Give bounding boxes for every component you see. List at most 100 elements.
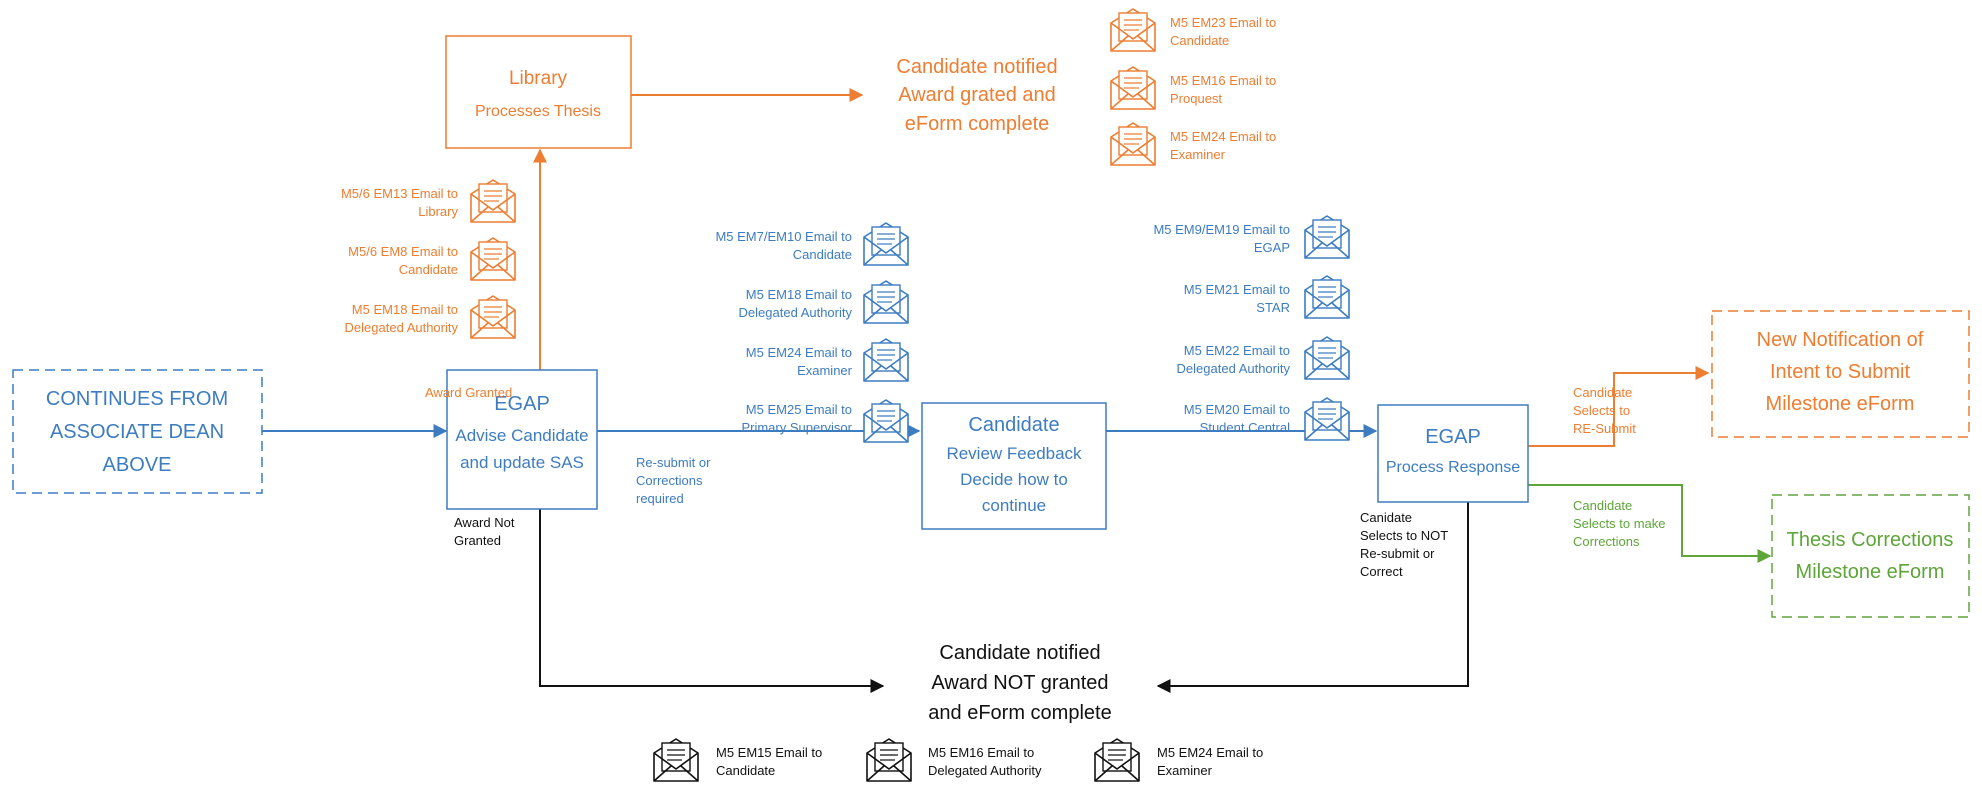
edge-label-award-not-granted: Award Not Granted <box>454 515 515 548</box>
outcome-not-granted-line-2: Award NOT granted <box>931 672 1108 694</box>
email-line-1: M5 EM15 Email to <box>716 745 822 760</box>
email-line-2: Examiner <box>797 363 853 378</box>
email-icon <box>1304 397 1350 441</box>
edge-label-resubmit-line-3: required <box>636 491 684 506</box>
email-item: M5 EM20 Email to Student Central <box>1184 397 1350 441</box>
email-line-2: Student Central <box>1200 420 1290 435</box>
email-item: M5 EM7/EM10 Email to Candidate <box>715 222 909 266</box>
edge-label-selects-not-line-3: Re-submit or <box>1360 546 1435 561</box>
edge-label-selects-not-line-4: Correct <box>1360 564 1403 579</box>
edge-label-selects-resubmit: Candidate Selects to RE-Submit <box>1573 385 1636 436</box>
email-line-2: Library <box>418 204 458 219</box>
egap-advise-line-2: and update SAS <box>460 453 584 472</box>
new-notification-line-2: Intent to Submit <box>1770 361 1911 383</box>
edge-label-selects-not-line-1: Canidate <box>1360 510 1412 525</box>
email-line-1: M5 EM16 Email to <box>1170 73 1276 88</box>
edge-label-resubmit-required: Re-submit or Corrections required <box>636 455 711 506</box>
outcome-granted: Candidate notified Award grated and eFor… <box>896 56 1057 135</box>
new-notification-line-1: New Notification of <box>1757 329 1924 351</box>
email-icon <box>1110 66 1156 110</box>
email-line-2: Candidate <box>1170 33 1229 48</box>
email-line-2: Examiner <box>1170 147 1226 162</box>
email-line-1: M5 EM22 Email to <box>1184 343 1290 358</box>
email-line-1: M5 EM20 Email to <box>1184 402 1290 417</box>
email-line-1: M5 EM16 Email to <box>928 745 1034 760</box>
email-line-1: M5 EM25 Email to <box>746 402 852 417</box>
email-item: M5/6 EM13 Email to Library <box>341 179 516 223</box>
email-item: M5 EM24 Email to Examiner <box>1094 738 1263 782</box>
outcome-not-granted-line-1: Candidate notified <box>939 642 1100 664</box>
edge-label-selects-not: Canidate Selects to NOT Re-submit or Cor… <box>1360 510 1448 579</box>
email-item: M5 EM24 Email to Examiner <box>1110 122 1276 166</box>
email-line-1: M5 EM23 Email to <box>1170 15 1276 30</box>
edge-label-selects-not-line-2: Selects to NOT <box>1360 528 1448 543</box>
candidate-review-line-2: Decide how to <box>960 470 1068 489</box>
email-line-1: M5 EM24 Email to <box>1170 129 1276 144</box>
email-icon <box>1110 8 1156 52</box>
candidate-review-node: Candidate Review Feedback Decide how to … <box>921 402 1107 530</box>
edge-label-selects-resubmit-line-3: RE-Submit <box>1573 421 1636 436</box>
email-icon <box>1304 215 1350 259</box>
library-node: Library Processes Thesis <box>445 35 632 149</box>
edge-label-selects-resubmit-line-1: Candidate <box>1573 385 1632 400</box>
email-icon <box>470 179 516 223</box>
email-line-2: Primary Supervisor <box>741 420 852 435</box>
edge-label-selects-resubmit-line-2: Selects to <box>1573 403 1630 418</box>
email-line-2: Delegated Authority <box>739 305 853 320</box>
edge-label-award-not-granted-line-2: Granted <box>454 533 501 548</box>
edge-label-resubmit-line-2: Corrections <box>636 473 703 488</box>
email-icon <box>653 738 699 782</box>
email-item: M5 EM15 Email to Candidate <box>653 738 822 782</box>
email-line-2: Delegated Authority <box>345 320 459 335</box>
email-line-2: Candidate <box>399 262 458 277</box>
outcome-granted-line-3: eForm complete <box>905 113 1050 135</box>
email-line-1: M5 EM9/EM19 Email to <box>1153 222 1290 237</box>
email-line-2: EGAP <box>1254 240 1290 255</box>
outcome-granted-line-1: Candidate notified <box>896 56 1057 78</box>
email-line-2: Proquest <box>1170 91 1222 106</box>
email-line-2: Examiner <box>1157 763 1213 778</box>
email-line-2: STAR <box>1256 300 1290 315</box>
edge-label-selects-corrections-line-1: Candidate <box>1573 498 1632 513</box>
continues-line-1: CONTINUES FROM <box>46 388 228 410</box>
email-item: M5 EM9/EM19 Email to EGAP <box>1153 215 1350 259</box>
egap-process-node: EGAP Process Response <box>1377 404 1529 503</box>
email-line-1: M5/6 EM8 Email to <box>348 244 458 259</box>
email-line-1: M5 EM7/EM10 Email to <box>715 229 852 244</box>
continues-node: CONTINUES FROM ASSOCIATE DEAN ABOVE <box>12 369 263 494</box>
thesis-corrections-line-2: Milestone eForm <box>1796 561 1945 583</box>
email-item: M5 EM18 Email to Delegated Authority <box>345 295 516 339</box>
email-line-1: M5 EM24 Email to <box>746 345 852 360</box>
edge-label-award-not-granted-line-1: Award Not <box>454 515 515 530</box>
email-icon <box>470 237 516 281</box>
new-notification-node: New Notification of Intent to Submit Mil… <box>1711 310 1970 438</box>
email-group-library: M5/6 EM13 Email to Library M5/6 EM8 Emai… <box>341 179 516 339</box>
email-item: M5 EM23 Email to Candidate <box>1110 8 1276 52</box>
connector-process-to-new-notification <box>1528 366 1710 447</box>
email-line-1: M5 EM18 Email to <box>746 287 852 302</box>
email-item: M5/6 EM8 Email to Candidate <box>348 237 516 281</box>
outcome-not-granted-line-3: and eForm complete <box>928 702 1111 724</box>
email-line-2: Candidate <box>793 247 852 262</box>
edge-label-selects-corrections-line-3: Corrections <box>1573 534 1640 549</box>
email-icon <box>863 399 909 443</box>
continues-line-2: ASSOCIATE DEAN <box>50 421 224 443</box>
connectors <box>262 88 1772 693</box>
thesis-corrections-line-1: Thesis Corrections <box>1787 529 1954 551</box>
email-group-process: M5 EM9/EM19 Email to EGAP M5 EM21 Email … <box>1153 215 1350 441</box>
email-item: M5 EM16 Email to Proquest <box>1110 66 1276 110</box>
email-line-1: M5 EM24 Email to <box>1157 745 1263 760</box>
egap-advise-title: EGAP <box>494 393 550 415</box>
continues-line-3: ABOVE <box>103 454 172 476</box>
new-notification-line-3: Milestone eForm <box>1766 393 1915 415</box>
email-icon <box>1110 122 1156 166</box>
egap-advise-line-1: Advise Candidate <box>455 426 588 445</box>
library-title: Library <box>509 68 568 89</box>
email-icon <box>1304 275 1350 319</box>
email-icon <box>470 295 516 339</box>
connector-process-to-thesis-corrections <box>1528 484 1772 563</box>
email-line-2: Delegated Authority <box>928 763 1042 778</box>
outcome-granted-line-2: Award grated and <box>898 84 1056 106</box>
egap-process-line-1: Process Response <box>1386 459 1520 476</box>
